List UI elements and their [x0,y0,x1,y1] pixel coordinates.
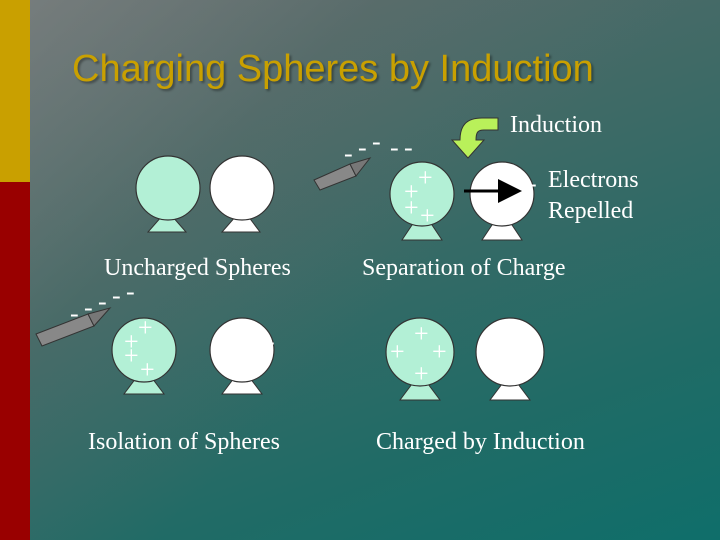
plus-sign: + [140,355,155,384]
induction-arrow-icon [450,117,499,159]
sphere-right [209,155,275,221]
electrons-label: Electrons [548,167,639,193]
rod-charges-bottom: - - - - - [70,277,135,328]
minus-sign: - [358,133,367,162]
plus-sign: + [404,193,419,222]
plus-sign: + [414,319,429,348]
sphere-left [111,317,177,383]
caption-isolation-of-spheres: Isolation of Spheres [88,429,280,455]
sphere-left [385,317,455,387]
minus-sign: - [70,299,79,328]
minus-sign: - [126,277,135,306]
minus-sign: - [254,353,263,382]
minus-sign: - [390,133,399,162]
repelled-label: Repelled [548,198,634,224]
plus-sign: + [124,341,139,370]
minus-sign: - [112,281,121,310]
plus-sign: + [418,163,433,192]
caption-charged-by-induction: Charged by Induction [376,429,585,455]
gold-accent-bar [0,0,30,182]
plus-sign: + [420,201,435,230]
slide-title: Charging Spheres by Induction [72,48,594,90]
plus-sign: + [404,177,419,206]
plus-sign: + [124,327,139,356]
minus-sign: - [84,293,93,322]
minus-sign: - [266,327,275,356]
minus-sign: - [524,335,533,364]
panel-separation-of-charge: + + + + - - - - [389,157,537,241]
sphere-left [135,155,201,221]
rod-charges-top: - - - - - [344,127,413,168]
panel-isolation-of-spheres: + + + + - - - - [111,313,275,395]
minus-sign: - [482,335,491,364]
induction-label: Induction [510,112,602,138]
plus-sign: + [390,337,405,366]
caption-separation-of-charge: Separation of Charge [362,255,566,281]
plus-sign: + [414,359,429,388]
minus-sign: - [506,357,515,386]
caption-uncharged-spheres: Uncharged Spheres [104,255,291,281]
red-accent-bar [0,182,30,540]
plus-sign: + [138,313,153,342]
minus-sign: - [516,157,525,186]
minus-sign: - [528,169,537,198]
minus-sign: - [518,197,527,226]
plus-sign: + [432,337,447,366]
minus-sign: - [254,313,263,342]
minus-sign: - [260,341,269,370]
charged-rod-bottom [35,307,112,347]
panel-charged-by-induction: + + + + - - - - [385,313,545,401]
panel-uncharged-spheres [135,155,275,233]
charged-rod-top [313,157,372,191]
minus-sign: - [98,287,107,316]
sphere-right [475,317,545,387]
sphere-right [209,317,275,383]
minus-sign: - [372,127,381,156]
minus-sign: - [522,183,531,212]
minus-sign: - [506,313,515,342]
sphere-left [389,161,455,227]
minus-sign: - [404,133,413,162]
minus-sign: - [344,139,353,168]
